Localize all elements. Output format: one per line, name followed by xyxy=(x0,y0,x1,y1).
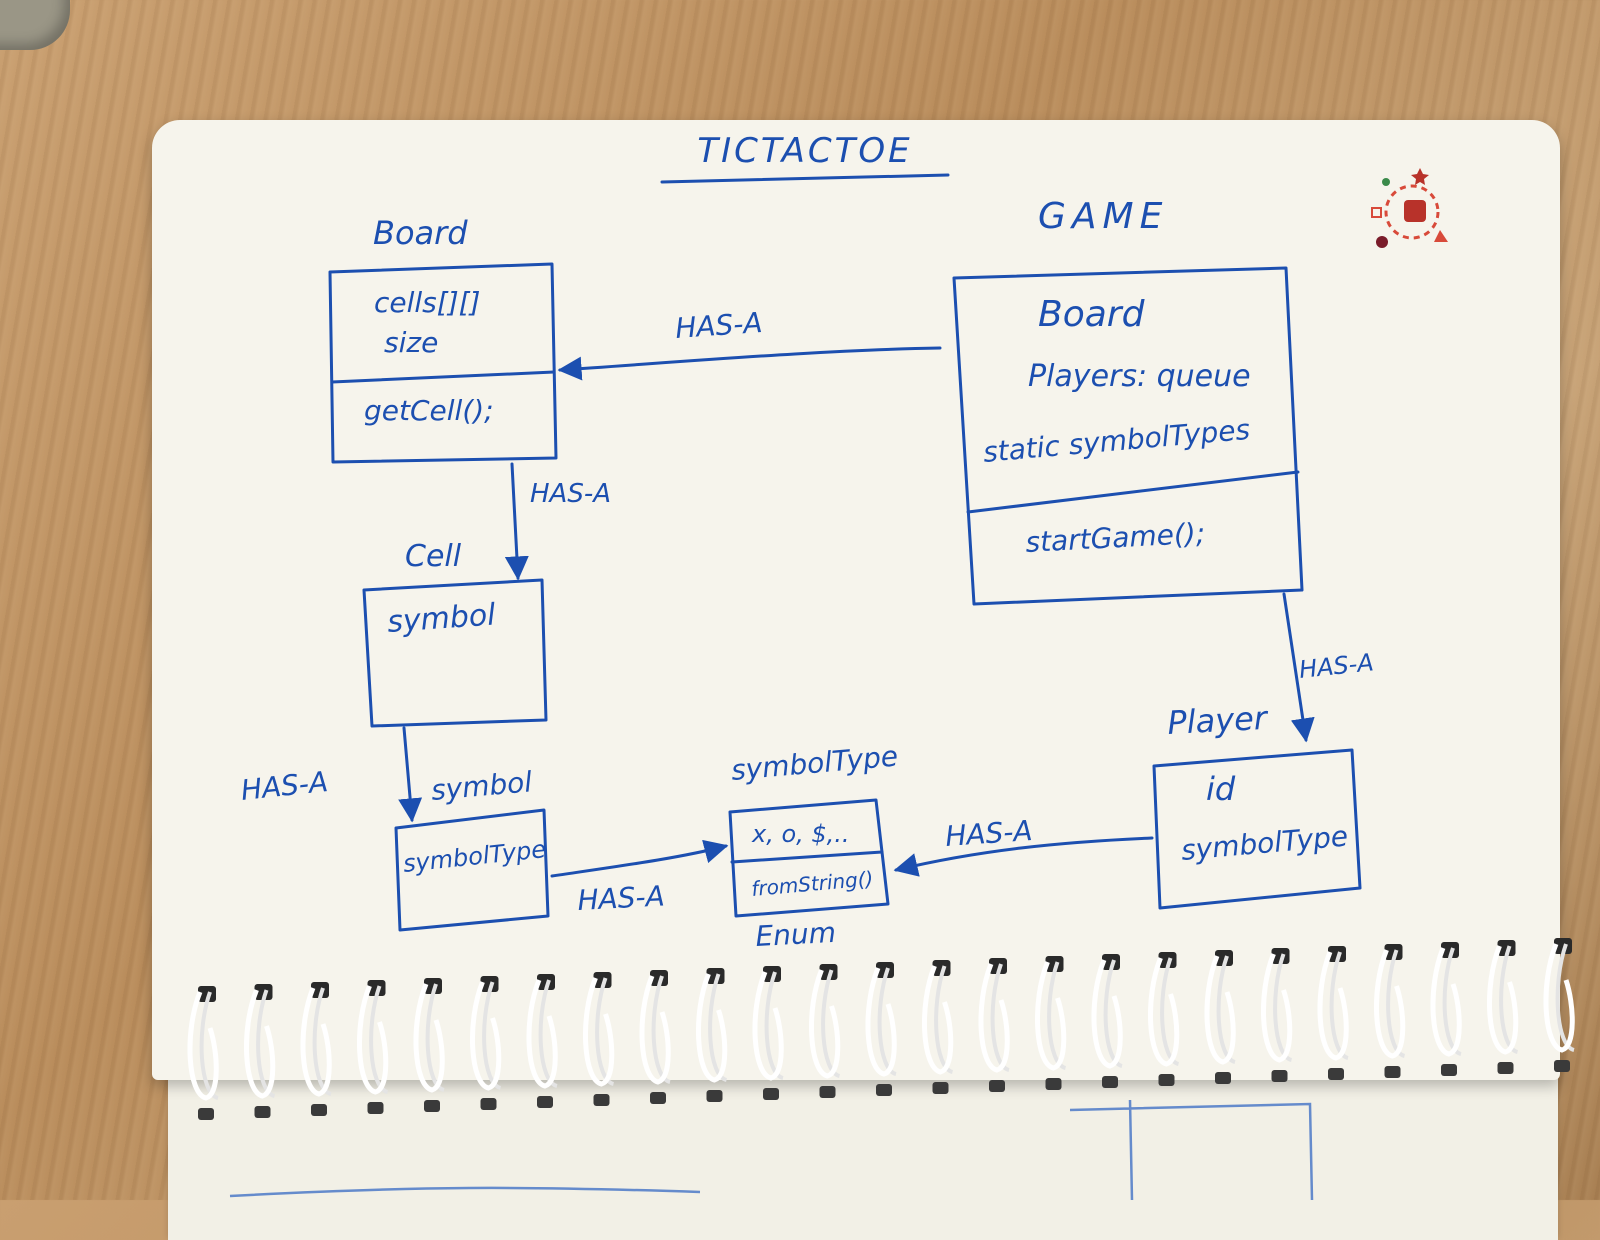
cell-class-box xyxy=(362,578,548,728)
game-field-symboltypes: static symbolTypes xyxy=(982,413,1252,469)
relation-game-player-label: HAS-A xyxy=(1298,648,1375,684)
spiral-ring xyxy=(413,978,445,1112)
spiral-ring xyxy=(356,980,389,1114)
spiral-ring xyxy=(1147,952,1180,1086)
diagram-title: TICTACTOE xyxy=(697,131,912,171)
spiral-ring xyxy=(1091,954,1123,1088)
spiral-ring xyxy=(921,960,954,1094)
relation-player-symboltype-arrow xyxy=(893,836,1154,877)
spiral-ring xyxy=(1543,938,1575,1072)
spiral-ring xyxy=(752,966,784,1100)
spiral-ring xyxy=(300,982,332,1116)
symboltype-class-name: symbolType xyxy=(730,740,900,787)
relation-symbol-symboltype-arrow xyxy=(550,839,729,878)
relation-cell-symbol-arrow xyxy=(398,726,423,823)
board-method-getcell: getCell(); xyxy=(364,394,494,427)
symbol-field-symboltype: symbolType xyxy=(402,835,548,878)
board-field-size: size xyxy=(384,326,438,359)
spiral-ring xyxy=(187,986,219,1120)
spiral-ring xyxy=(1204,950,1236,1084)
cell-field-symbol: symbol xyxy=(386,597,497,640)
board-field-cells: cells[][] xyxy=(374,286,480,319)
board-class-box xyxy=(328,262,558,464)
symbol-class-name: symbol xyxy=(430,765,534,807)
relation-game-board-label: HAS-A xyxy=(674,306,763,345)
relation-game-board-arrow xyxy=(557,346,942,381)
game-method-startgame: startGame(); xyxy=(1025,517,1206,559)
spiral-ring xyxy=(1373,944,1406,1078)
class-diagram: TICTACTOE Board cells[][] size getCell()… xyxy=(187,131,1575,1200)
player-field-symboltype: symbolType xyxy=(1180,820,1350,867)
spiral-ring xyxy=(243,984,276,1118)
spiral-binding-icon xyxy=(187,938,1575,1120)
title-underline xyxy=(660,173,950,184)
relation-board-cell-label: HAS-A xyxy=(530,479,611,509)
spiral-ring xyxy=(808,964,841,1098)
cell-class-name: Cell xyxy=(405,539,462,574)
relation-board-cell-arrow xyxy=(504,462,529,581)
game-class-name: GAME xyxy=(1038,196,1168,237)
player-class-box xyxy=(1152,748,1362,910)
spiral-ring xyxy=(1034,956,1067,1090)
symboltype-class-box xyxy=(728,798,890,918)
spiral-ring xyxy=(1260,948,1293,1082)
relation-symbol-symboltype-label: HAS-A xyxy=(577,879,666,917)
spiral-ring xyxy=(695,968,728,1102)
spiral-ring xyxy=(469,976,502,1110)
game-class-divider xyxy=(966,470,1300,514)
relation-game-player-arrow xyxy=(1282,592,1315,743)
symbol-class-box xyxy=(394,808,550,932)
spiral-ring xyxy=(1317,946,1349,1080)
spiral-ring xyxy=(526,974,558,1108)
symboltype-stereotype-enum: Enum xyxy=(755,916,837,953)
symboltype-field-values: x, o, $,.. xyxy=(751,820,850,848)
player-field-id: id xyxy=(1206,770,1236,808)
spiral-ring xyxy=(865,962,897,1096)
symboltype-class-divider xyxy=(730,850,884,864)
board-class-name: Board xyxy=(373,214,468,252)
symboltype-method-fromstring: fromString() xyxy=(750,866,874,901)
spiral-ring xyxy=(1486,940,1519,1074)
game-class-box xyxy=(952,266,1304,606)
notebook-page xyxy=(152,120,1560,1080)
board-class-divider xyxy=(330,370,556,384)
next-page-sketch xyxy=(229,1099,1314,1200)
spiral-ring xyxy=(978,958,1010,1092)
game-field-players: Players: queue xyxy=(1028,359,1251,394)
spiral-ring xyxy=(582,972,615,1106)
relation-player-symboltype-label: HAS-A xyxy=(944,814,1033,853)
relation-cell-symbol-label: HAS-A xyxy=(239,765,329,807)
player-class-name: Player xyxy=(1166,699,1269,742)
game-field-board: Board xyxy=(1038,294,1146,335)
spiral-ring xyxy=(639,970,671,1104)
sticker-icon xyxy=(1371,168,1448,248)
spiral-ring xyxy=(1430,942,1462,1076)
